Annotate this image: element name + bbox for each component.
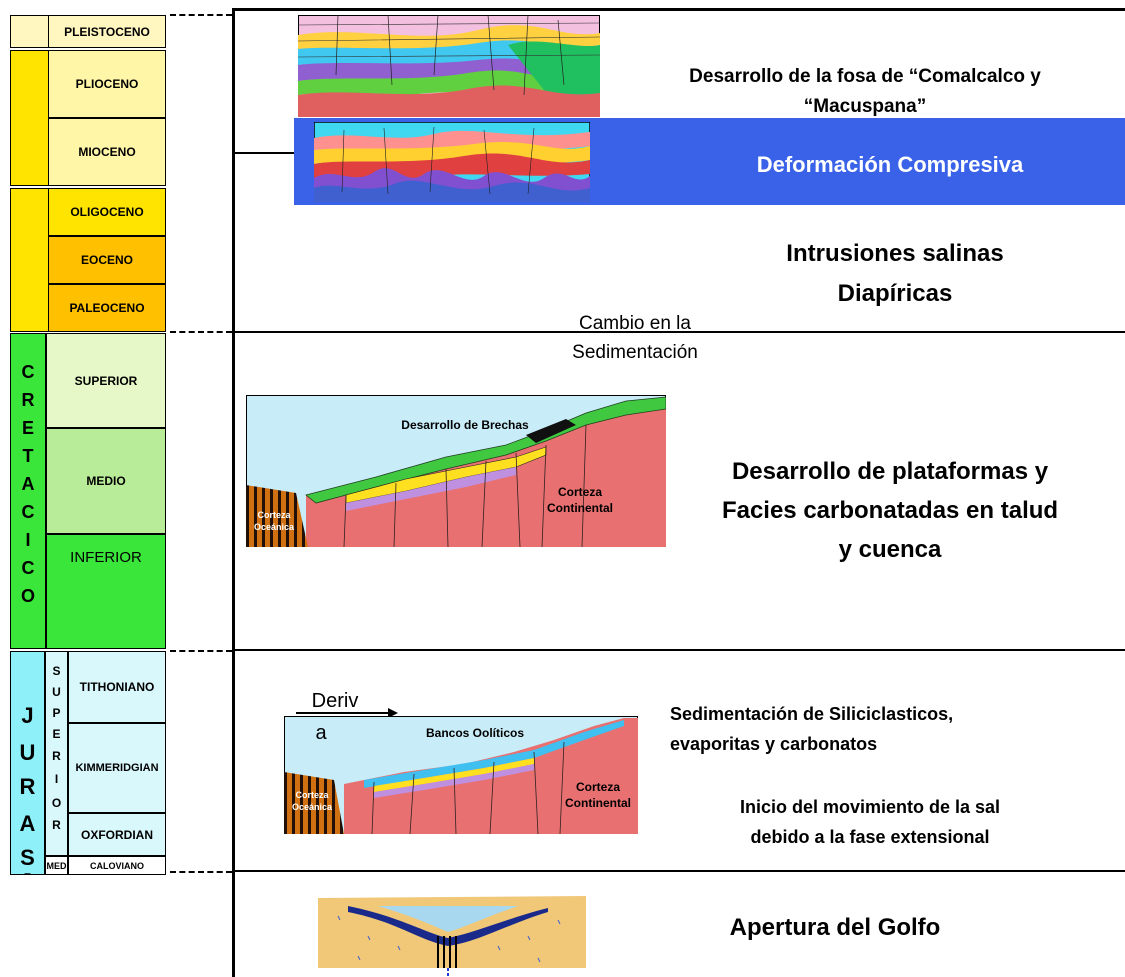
d2-continental-1: Corteza [575, 780, 620, 794]
stage-paleoceno: PALEOCENO [48, 284, 166, 332]
divider-cretaceous [232, 649, 1125, 651]
frame-top-border [232, 8, 1125, 11]
stage-pleistoceno: PLEISTOCENO [48, 15, 166, 48]
boundary-dash-top [170, 14, 232, 16]
cretacico-letter: C [21, 362, 35, 382]
cambio-line2: Sedimentación [572, 342, 698, 363]
era-cretacico-bar [10, 333, 46, 649]
stage-mioceno: MIOCENO [48, 118, 166, 186]
deriva-1: Deriv [311, 690, 359, 712]
plataformas-line3: y cuenca [838, 536, 942, 563]
divider-jurassic [232, 870, 1125, 872]
cretacico-letter: I [25, 530, 31, 550]
superior-letter: U [52, 685, 61, 699]
frame-left-border [232, 8, 235, 977]
stage-caloviano: CALOVIANO [68, 856, 166, 875]
jurasico-letter: A [19, 811, 36, 836]
superior-letter: R [52, 749, 61, 763]
cretacico-letter: C [21, 502, 35, 522]
platform-cross-section [246, 395, 666, 547]
intrusiones-line2: Diapíricas [837, 280, 953, 307]
apertura-label: Apertura del Golfo [729, 914, 941, 941]
jurasico-letter: S [20, 845, 35, 870]
cretacico-letter: O [20, 586, 35, 606]
stage-oxfordian: OXFORDIAN [68, 813, 166, 856]
divider-cenozoic [232, 331, 1125, 333]
jurasico-letter: R [19, 774, 36, 799]
stage-eoceno: EOCENO [48, 236, 166, 284]
bancos-label: Bancos Oolíticos [425, 726, 525, 740]
d2-continental-2: Continental [565, 796, 631, 810]
jurasico-letter: J [21, 703, 34, 728]
superior-letter: E [52, 727, 61, 741]
jurasico-letter: – [24, 866, 31, 880]
fosa-line2: “Macuspana” [803, 96, 927, 117]
seismic-section-top [298, 15, 600, 117]
era-jurasico-bar [10, 651, 45, 875]
cretacico-letter: C [21, 558, 35, 578]
sal-line1: Inicio del movimiento de la sal [739, 797, 1001, 817]
era-paleogene-bar [10, 188, 49, 332]
mioceno-tick [232, 152, 294, 154]
superior-letter: O [51, 796, 62, 810]
silici-line2: evaporitas y carbonatos [670, 734, 878, 754]
stage-medio: MEDIO [46, 428, 166, 534]
cretacico-letter: E [21, 418, 34, 438]
era-pleistocene-cap [10, 15, 49, 48]
cretacico-letter: A [21, 474, 35, 494]
deformacion-label: Deformación Compresiva [756, 152, 1024, 177]
sal-line2: debido a la fase extensional [750, 827, 990, 847]
superior-letter: S [52, 664, 61, 678]
stage-plioceno: PLIOCENO [48, 50, 166, 118]
d1-continental-2: Continental [547, 501, 613, 515]
silici-line1: Sedimentación de Siliciclasticos, [670, 704, 954, 724]
stage-oligoceno: OLIGOCENO [48, 188, 166, 236]
boundary-dash-base [170, 871, 232, 873]
superior-letter: R [52, 818, 61, 832]
d2-oceanica-2: Oceánica [291, 802, 333, 812]
extension-cross-section [284, 716, 638, 834]
stage-superior: SUPERIOR [46, 333, 166, 428]
brechas-label: Desarrollo de Brechas [401, 418, 529, 432]
deriva-2: a [315, 722, 327, 744]
d1-oceanica-1: Corteza [257, 510, 291, 520]
boundary-dash-k-pg [170, 331, 232, 333]
rift-cross-section [318, 876, 586, 977]
fosa-line1: Desarrollo de la fosa de “Comalcalco y [689, 66, 1041, 87]
intrusiones-line1: Intrusiones salinas [786, 240, 1004, 267]
med-cell: MED [45, 856, 68, 875]
seismic-section-folded [314, 122, 590, 202]
plataformas-line2: Facies carbonatadas en talud [721, 497, 1059, 524]
d1-oceanica-2: Oceánica [253, 522, 295, 532]
d2-oceanica-1: Corteza [295, 790, 329, 800]
boundary-dash-j-k [170, 650, 232, 652]
stage-kimmeridgian: KIMMERIDGIAN [68, 723, 166, 813]
plataformas-line1: Desarrollo de plataformas y [731, 458, 1049, 485]
d1-continental-1: Corteza [557, 485, 602, 499]
stage-tithoniano: TITHONIANO [68, 651, 166, 723]
cretacico-letter: T [22, 446, 34, 466]
cambio-line1: Cambio en la [579, 313, 691, 334]
cretacico-letter: R [21, 390, 35, 410]
superior-letter: P [52, 706, 61, 720]
jurasico-letter: U [19, 740, 36, 765]
era-neogene-bar [10, 50, 49, 186]
stage-inferior: INFERIOR [46, 534, 166, 649]
jurassic-superior-subcolumn [45, 651, 68, 856]
superior-letter: I [54, 772, 59, 786]
